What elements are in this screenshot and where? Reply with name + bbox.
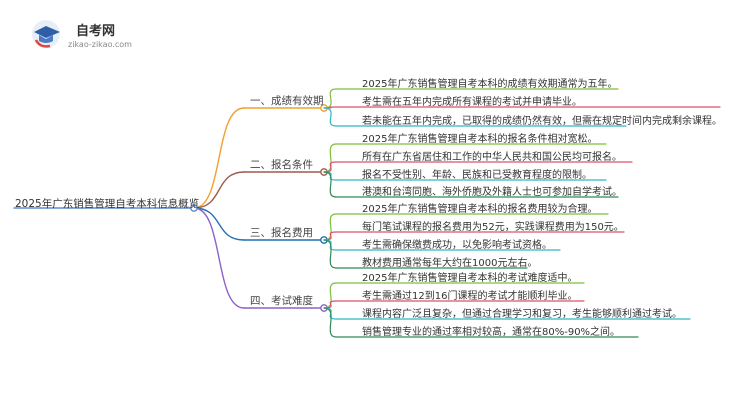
branch-connector [193, 207, 245, 241]
branch-label: 二、报名条件 [250, 159, 313, 171]
branch-label: 三、报名费用 [250, 227, 313, 239]
leaf-label: 每门笔试课程的报名费用为52元，实践课程费用为150元。 [362, 222, 624, 233]
leaf-label: 课程内容广泛且复杂，但通过合理学习和复习，考生能够顺利通过考试。 [362, 309, 682, 320]
branch-label: 一、成绩有效期 [250, 95, 324, 107]
logo-url: zikao-zikao.com [68, 40, 132, 49]
leaf-label: 港澳和台湾同胞、海外侨胞及外籍人士也可参加自学考试。 [362, 187, 622, 198]
leaf-label: 教材费用通常每年大约在1000元左右。 [362, 258, 538, 269]
leaf-connector [323, 307, 337, 338]
leaf-label: 考生需确保缴费成功，以免影响考试资格。 [362, 240, 552, 251]
branch-label: 四、考试难度 [250, 295, 313, 307]
leaf-label: 2025年广东销售管理自考本科的报名条件相对宽松。 [362, 134, 598, 145]
leaf-label: 考生需在五年内完成所有课程的考试并申请毕业。 [362, 97, 582, 108]
branch-connector [193, 207, 245, 309]
leaf-connector [323, 282, 337, 309]
root-node [190, 204, 198, 212]
leaf-label: 2025年广东销售管理自考本科的考试难度适中。 [362, 273, 578, 284]
logo-title: 自考网 [76, 24, 116, 39]
leaf-connector [323, 107, 337, 127]
graduation-cap-icon [32, 20, 60, 48]
leaf-label: 2025年广东销售管理自考本科的成绩有效期通常为五年。 [362, 79, 618, 90]
leaf-label: 考生需通过12到16门课程的考试才能顺利毕业。 [362, 291, 578, 302]
branch-connector [193, 171, 245, 209]
leaf-label: 销售管理专业的通过率相对较高，通常在80%-90%之间。 [362, 327, 621, 338]
leaf-label: 2025年广东销售管理自考本科的报名费用较为合理。 [362, 204, 598, 215]
leaf-connector [323, 213, 337, 241]
leaf-label: 报名不受性别、年龄、民族和已受教育程度的限制。 [362, 170, 592, 181]
leaf-connector [323, 239, 337, 269]
logo: 自考网 zikao-zikao.com [30, 18, 170, 52]
leaf-label: 若未能在五年内完成，已取得的成绩仍然有效，但需在规定时间内完成剩余课程。 [362, 116, 722, 127]
leaf-label: 所有在广东省居住和工作的中华人民共和国公民均可报名。 [362, 152, 622, 163]
leaf-connector [323, 171, 337, 198]
root-topic: 2025年广东销售管理自考本科信息概览 [15, 198, 200, 210]
branch-connector [193, 107, 245, 209]
leaf-connector [323, 143, 337, 173]
